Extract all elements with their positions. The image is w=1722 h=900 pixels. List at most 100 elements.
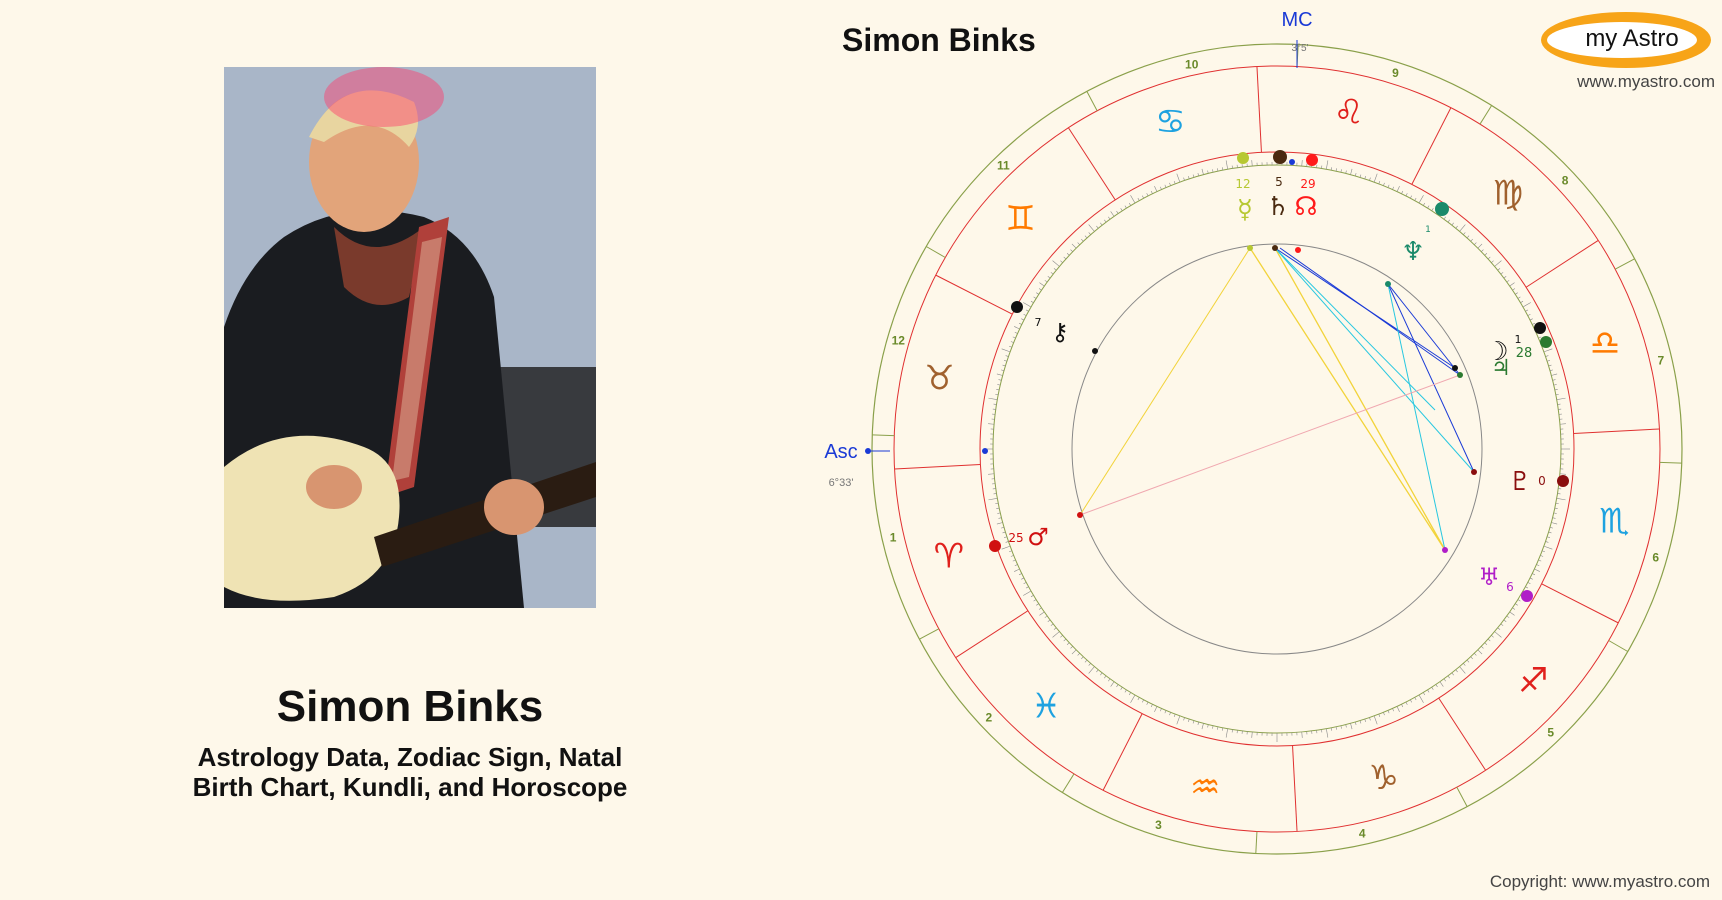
degree-tick: [1552, 517, 1556, 519]
degree-tick: [1373, 173, 1378, 183]
degree-tick: [1470, 238, 1473, 242]
degree-tick: [1010, 555, 1014, 557]
aries-icon: ♈: [934, 537, 964, 577]
pluto-icon: ♇: [1508, 467, 1531, 497]
degree-tick: [1018, 322, 1022, 325]
degree-tick: [1146, 193, 1149, 197]
degree-tick: [1340, 725, 1342, 729]
degree-tick: [1001, 545, 1011, 550]
degree-tick: [1150, 704, 1153, 708]
degree-tick: [1515, 603, 1518, 606]
site-url[interactable]: www.myastro.com: [1577, 72, 1715, 91]
degree-tick: [1522, 302, 1531, 308]
degree-tick: [1183, 717, 1185, 721]
degree-tick: [1116, 210, 1119, 214]
degree-tick: [1012, 336, 1016, 339]
degree-tick: [1497, 268, 1501, 271]
degree-tick: [1088, 224, 1095, 232]
degree-tick: [1217, 726, 1219, 730]
degree-tick: [1350, 168, 1353, 175]
logo-astro: Astro: [1622, 25, 1679, 52]
degree-tick: [988, 423, 995, 425]
degree-tick: [1540, 555, 1544, 557]
degree-tick: [1301, 160, 1303, 167]
degree-tick: [1494, 631, 1502, 638]
degree-tick: [1545, 355, 1549, 357]
degree-tick: [1463, 232, 1466, 235]
degree-tick: [1410, 195, 1413, 199]
degree-tick: [1077, 653, 1080, 656]
degree-tick: [1124, 205, 1127, 209]
degree-tick: [1494, 260, 1502, 267]
asc-degree: 6°33': [829, 477, 854, 489]
neptune-degree: 1: [1425, 225, 1431, 235]
degree-tick: [1030, 300, 1034, 303]
degree-tick: [1096, 225, 1099, 229]
house-number-3: 3: [1155, 818, 1162, 832]
house-cusp-outer: [872, 434, 895, 437]
degree-tick: [1373, 715, 1378, 725]
degree-tick: [1392, 186, 1395, 190]
logo-my: my: [1585, 25, 1618, 52]
degree-tick: [1207, 724, 1209, 728]
degree-tick: [1532, 322, 1536, 325]
degree-tick: [1396, 186, 1400, 192]
degree-tick: [1212, 725, 1214, 729]
saturn-icon: ♄: [1266, 192, 1289, 222]
house-number-12: 12: [892, 333, 906, 347]
degree-tick: [1538, 336, 1542, 339]
saturn-degree: 5: [1275, 175, 1283, 189]
planet-markers: [982, 150, 1569, 602]
degree-tick: [1023, 313, 1027, 316]
degree-tick: [1110, 211, 1115, 217]
mc-degree: 3°5': [1291, 43, 1308, 54]
degree-tick: [1128, 202, 1131, 206]
sign-boundary: [955, 610, 1029, 659]
degree-tick: [1555, 393, 1559, 396]
degree-tick: [1141, 699, 1144, 703]
degree-tick: [1443, 678, 1446, 682]
degree-tick: [1459, 224, 1466, 232]
degree-tick: [1369, 717, 1371, 721]
myastro-logo[interactable]: my Astro: [1541, 12, 1711, 68]
degree-tick: [1401, 704, 1404, 708]
virgo-icon: ♍: [1493, 174, 1523, 214]
degree-tick: [1503, 619, 1507, 622]
degree-tick: [1225, 160, 1228, 170]
degree-tick: [1044, 280, 1048, 283]
degree-tick: [1081, 238, 1084, 242]
degree-tick: [1003, 536, 1007, 538]
degree-tick: [1088, 666, 1095, 674]
degree-tick: [1414, 197, 1417, 201]
degree-tick: [1542, 550, 1546, 553]
degree-tick: [1039, 611, 1045, 616]
uranus-degree: 6: [1506, 580, 1514, 594]
degree-tick: [1553, 512, 1557, 514]
aspect-lines: [1079, 247, 1475, 551]
degree-tick: [1401, 190, 1404, 194]
degree-tick: [1455, 225, 1458, 229]
degree-tick: [1023, 582, 1027, 585]
degree-tick: [1543, 348, 1553, 353]
moon-degree: 28: [1516, 346, 1533, 361]
degree-tick: [1474, 653, 1477, 656]
house-number-6: 6: [1652, 551, 1659, 565]
degree-tick: [1525, 309, 1529, 312]
degree-tick: [1532, 573, 1536, 576]
house-number-8: 8: [1562, 173, 1569, 187]
degree-tick: [1427, 205, 1430, 209]
degree-tick: [1484, 642, 1488, 645]
chiron-degree: 7: [1035, 316, 1042, 329]
sign-boundary: [1411, 107, 1452, 185]
degree-tick: [1517, 296, 1521, 299]
degree-tick: [1038, 288, 1042, 291]
degree-tick: [1481, 646, 1484, 649]
degree-tick: [1173, 714, 1176, 718]
sign-boundary: [1102, 713, 1143, 791]
degree-tick: [1354, 173, 1357, 177]
degree-tick: [1383, 712, 1385, 716]
capricorn-icon: ♑: [1368, 758, 1398, 798]
chart-title: Simon Binks: [842, 22, 1036, 58]
degree-tick: [1547, 536, 1551, 538]
degree-tick: [1060, 260, 1063, 263]
